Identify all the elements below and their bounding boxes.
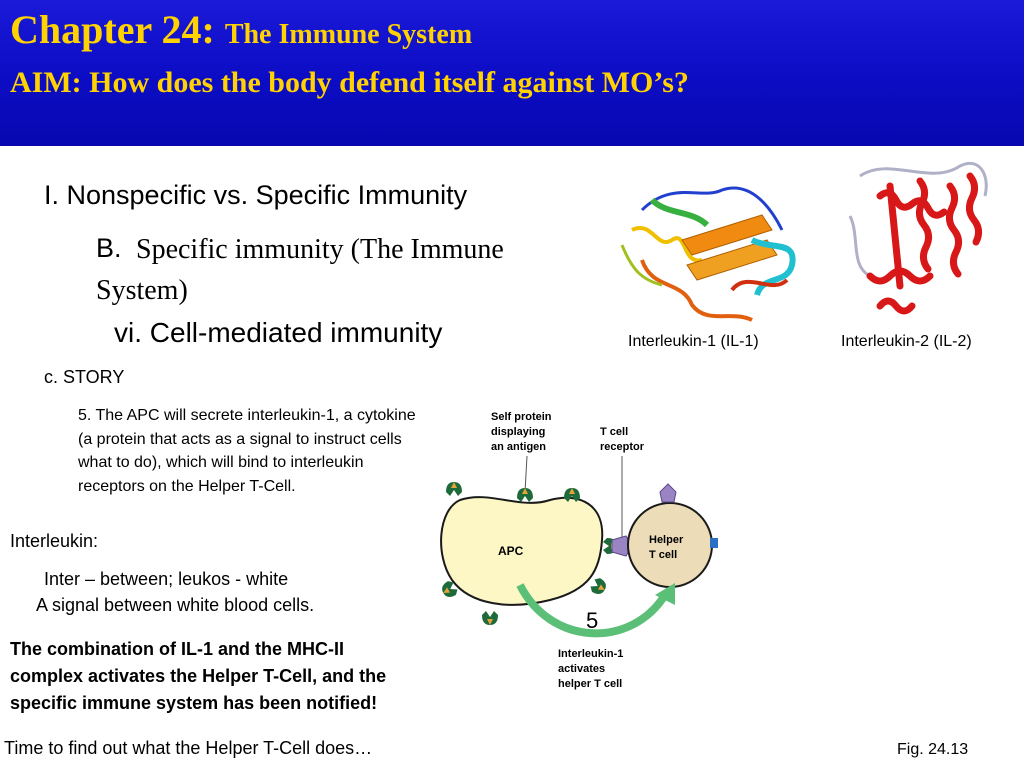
tcr-label-2: receptor — [600, 441, 645, 453]
story-step-text: 5. The APC will secrete interleukin-1, a… — [78, 407, 416, 495]
apc-label: APC — [498, 544, 524, 558]
il1-receptor — [710, 538, 718, 548]
helper-label-1: Helper — [649, 534, 684, 546]
conclusion-line-3: specific immune system has been notified… — [10, 693, 378, 713]
self-protein-label-2: displaying — [491, 426, 545, 438]
outline-level2-prefix: B. — [96, 233, 122, 263]
il1-arrowhead — [655, 583, 675, 605]
interleukin-2-structure-image — [848, 161, 988, 315]
self-protein-label-3: an antigen — [491, 441, 546, 453]
tcr-label-1: T cell — [600, 426, 628, 438]
chapter-title: The Immune System — [224, 19, 473, 50]
conclusion-line-2: complex activates the Helper T-Cell, and… — [10, 666, 387, 686]
il1-activates-label-3: helper T cell — [558, 678, 622, 690]
il1-caption: Interleukin-1 (IL-1) — [628, 333, 759, 350]
il1-arrow — [516, 583, 669, 638]
outline-level4: c. STORY — [44, 367, 125, 387]
self-protein-label-1: Self protein — [491, 411, 552, 423]
tcr-top — [659, 483, 677, 503]
il1-activates-label-2: activates — [558, 663, 605, 675]
slide-title: Chapter 24: The Immune System — [10, 6, 472, 53]
step-number: 5 — [586, 608, 598, 633]
outline-level3: vi. Cell-mediated immunity — [114, 317, 443, 348]
interleukin-1-structure-image — [620, 186, 796, 322]
il2-caption: Interleukin-2 (IL-2) — [841, 333, 972, 350]
il1-activates-label-1: Interleukin-1 — [558, 648, 623, 660]
apc-helper-diagram: Self protein displaying an antigen T cel… — [440, 411, 718, 690]
conclusion-line-1: The combination of IL-1 and the MHC-II — [10, 639, 344, 659]
outline-level2-line2: System) — [96, 275, 188, 306]
outline-level1: I. Nonspecific vs. Specific Immunity — [44, 180, 468, 210]
interleukin-heading: Interleukin: — [10, 531, 99, 551]
footer-teaser: Time to find out what the Helper T-Cell … — [4, 738, 373, 758]
apc-cell — [440, 496, 604, 606]
figure-reference: Fig. 24.13 — [897, 741, 969, 758]
slide-header: Chapter 24: The Immune System AIM: How d… — [0, 0, 1024, 146]
interleukin-etymology: Inter – between; leukos - white — [44, 569, 289, 589]
interleukin-meaning: A signal between white blood cells. — [36, 595, 315, 615]
self-protein-pointer — [524, 455, 528, 493]
aim-question: AIM: How does the body defend itself aga… — [10, 66, 689, 99]
chapter-label: Chapter 24: — [10, 7, 215, 52]
outline-level2-line1: Specific immunity (The Immune — [136, 234, 504, 265]
helper-label-2: T cell — [649, 549, 677, 561]
conclusion-text: The combination of IL-1 and the MHC-II c… — [10, 636, 500, 717]
